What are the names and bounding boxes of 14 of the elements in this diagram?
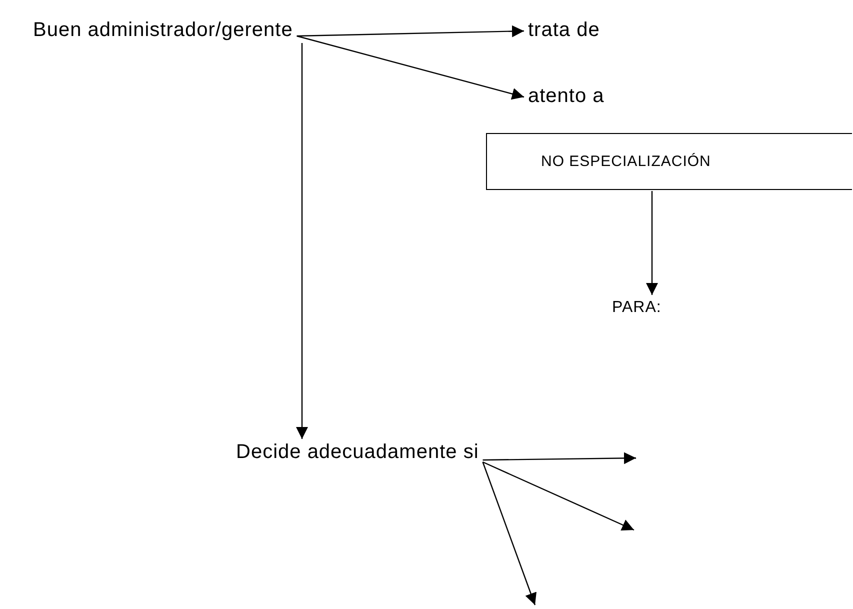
arrow (296, 43, 308, 439)
arrow (482, 452, 636, 464)
arrow (296, 35, 524, 100)
node-label: trata de (528, 18, 600, 42)
arrow (482, 462, 537, 606)
process-box (486, 133, 852, 190)
arrow (646, 191, 658, 295)
box-label: NO ESPECIALIZACIÓN (541, 152, 711, 172)
node-label: Buen administrador/gerente (33, 18, 293, 42)
arrow (296, 25, 524, 38)
arrow (482, 461, 634, 531)
node-label: atento a (528, 84, 604, 108)
node-label: Decide adecuadamente si (236, 440, 479, 464)
node-label: PARA: (612, 296, 662, 320)
